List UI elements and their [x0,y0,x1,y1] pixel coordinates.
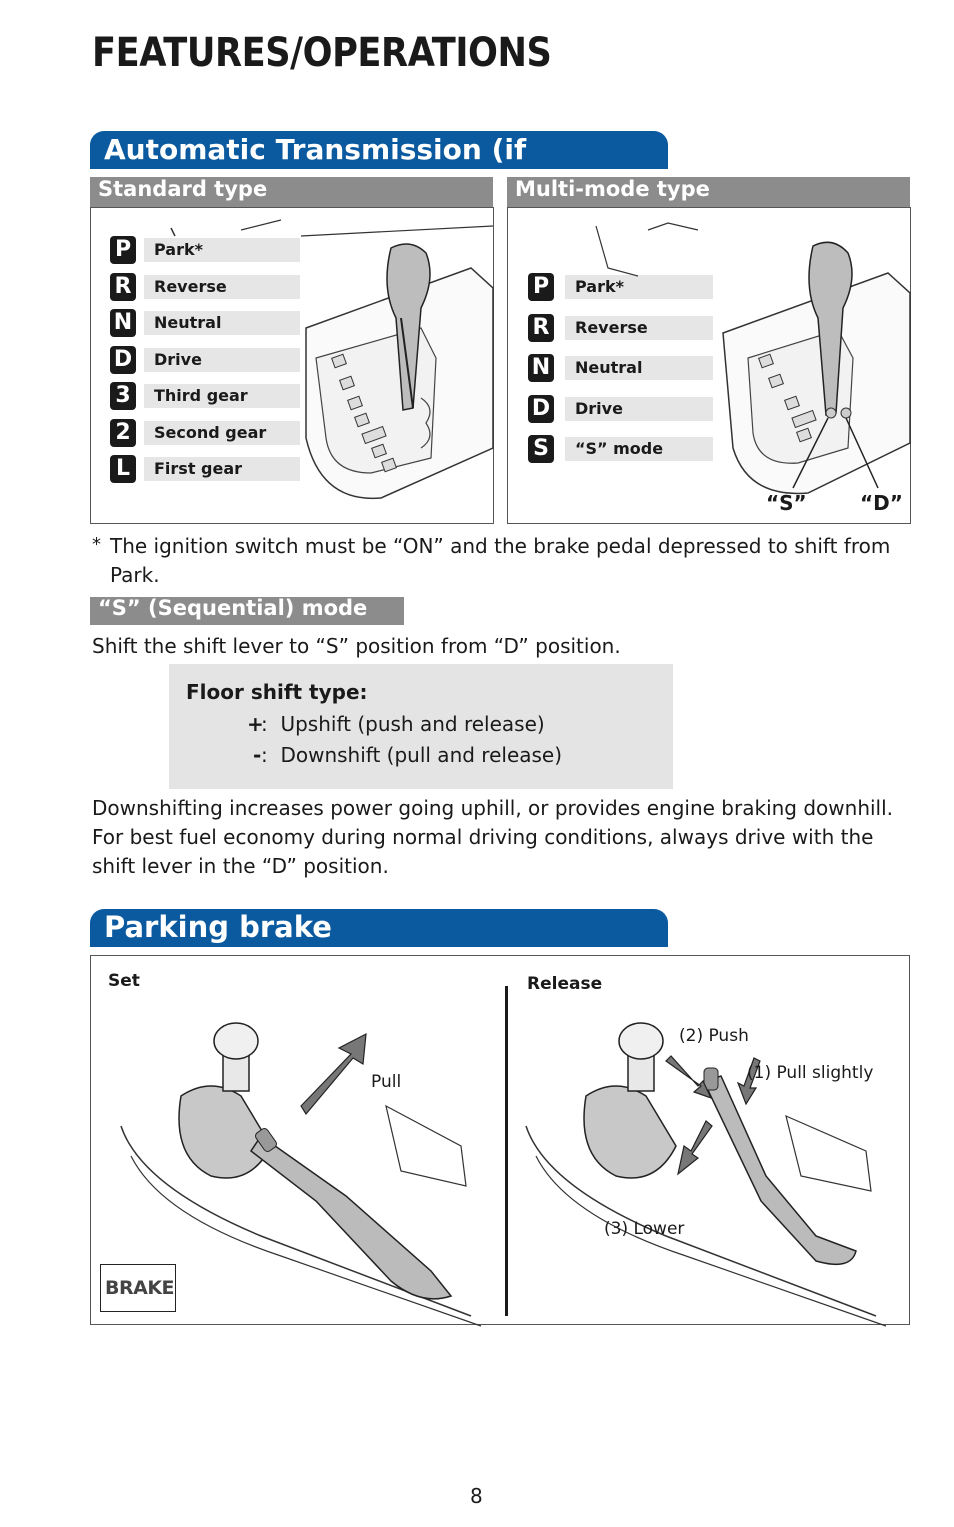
multimode-gear-letter: P [528,273,554,301]
standard-gear-label: Neutral [144,311,300,335]
multimode-gear-row: S “S” mode [508,435,808,465]
panel-divider [505,986,508,1316]
multimode-gear-row: P Park* [508,273,808,303]
brake-indicator-text: BRAKE [105,1277,175,1299]
s-mode-bar: “S” (Sequential) mode [90,596,404,625]
standard-gear-row: 2 Second gear [91,418,391,449]
standard-gear-letter: R [110,272,136,301]
multimode-gear-letter: S [528,435,554,463]
multimode-type-bar: Multi-mode type [507,177,910,207]
standard-gear-row: N Neutral [91,309,391,339]
s-mode-heading: “S” (Sequential) mode [98,596,368,620]
ignition-footnote: The ignition switch must be “ON” and the… [110,534,891,587]
downshift-symbol: - [253,743,262,767]
floor-shift-box: Floor shift type: + : Upshift (push and … [169,664,673,789]
standard-gear-row: L First gear [91,455,391,485]
release-label: Release [527,974,603,994]
floor-shift-title: Floor shift type: [186,680,368,704]
standard-gear-letter: D [110,345,136,374]
multimode-gear-row: D Drive [508,394,808,425]
multimode-gear-row: R Reverse [508,313,808,344]
multimode-gear-label: “S” mode [565,437,713,461]
page-number: 8 [470,1484,483,1508]
standard-gear-row: 3 Third gear [91,382,391,412]
pull-slightly-label: (1) Pull slightly [747,1063,874,1083]
transmission-section-banner: Automatic Transmission (if equipped) [90,131,668,199]
parking-brake-heading: Parking brake [104,910,332,944]
downshift-paragraph: Downshifting increases power going uphil… [92,796,894,878]
standard-gear-label: Park* [144,238,300,262]
standard-gear-row: P Park* [91,236,391,266]
standard-gear-label: Third gear [144,384,300,408]
standard-gear-letter: P [110,236,136,264]
standard-gear-label: Reverse [144,274,300,299]
multimode-gear-label: Neutral [565,356,713,380]
d-position-callout: “D” [860,491,903,515]
multimode-gear-label: Park* [565,275,713,299]
set-brake-illustration [120,1022,482,1327]
standard-gear-letter: 3 [110,382,136,410]
upshift-symbol: + [247,712,264,736]
page-title: FEATURES/OPERATIONS [92,30,552,76]
standard-gear-label: Second gear [144,420,300,445]
multimode-gear-letter: N [528,354,554,382]
s-mode-instruction: Shift the shift lever to “S” position fr… [92,634,621,658]
multimode-shifter-illustration [595,222,911,495]
standard-type-label: Standard type [98,177,268,201]
multimode-gear-row: N Neutral [508,354,808,384]
standard-gear-row: R Reverse [91,272,391,303]
standard-shifter-illustration [170,219,494,500]
pull-label: Pull [371,1072,402,1092]
multimode-gear-letter: R [528,313,554,342]
multimode-gear-letter: D [528,394,554,423]
footnote-star: * [92,534,101,555]
standard-gear-label: First gear [144,457,300,481]
brake-warning-light: BRAKE [100,1264,176,1312]
standard-gear-letter: L [110,455,136,483]
standard-gear-label: Drive [144,347,300,372]
multimode-gear-label: Reverse [565,315,713,340]
set-label: Set [108,971,140,991]
multimode-type-label: Multi-mode type [515,177,710,201]
push-label: (2) Push [679,1026,749,1046]
standard-gear-letter: N [110,309,136,337]
standard-gear-row: D Drive [91,345,391,376]
s-position-callout: “S” [766,491,807,515]
upshift-text: : Upshift (push and release) [261,712,545,736]
downshift-text: : Downshift (pull and release) [261,743,563,767]
standard-gear-letter: 2 [110,418,136,447]
multimode-gear-label: Drive [565,396,713,421]
release-brake-illustration [525,1022,887,1327]
lower-label: (3) Lower [604,1219,685,1239]
parking-brake-section-banner: Parking brake [90,909,668,947]
standard-type-bar: Standard type [90,177,493,207]
parking-brake-panel: Set Release Pull BRAKE (2) Push (1) Pull… [90,955,910,1327]
